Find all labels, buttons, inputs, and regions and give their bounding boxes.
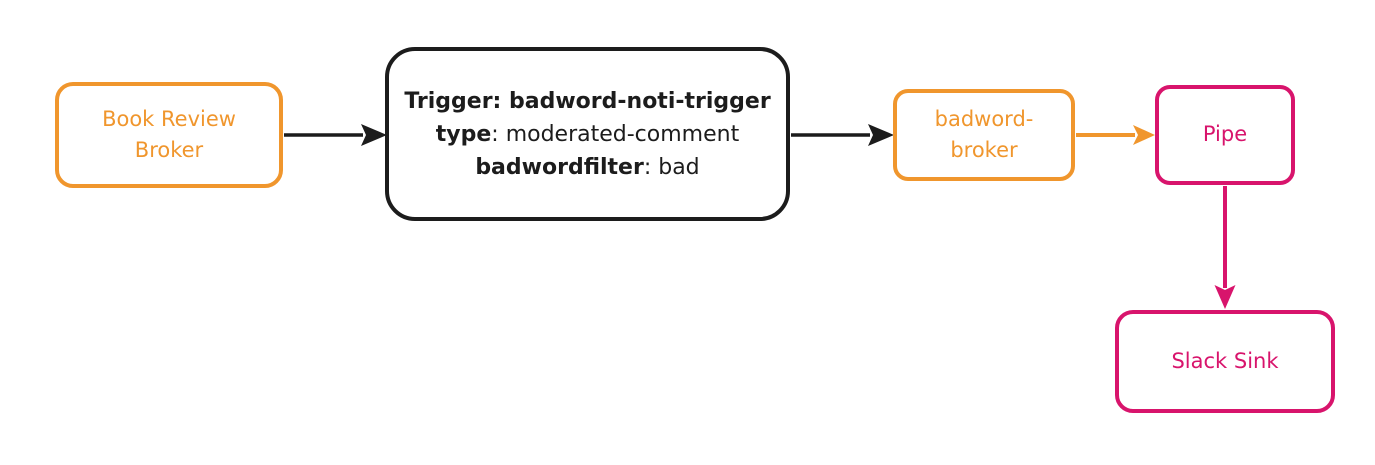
arrow-trigger-to-badword-broker <box>791 124 894 146</box>
node-slack-sink: Slack Sink <box>1115 310 1335 413</box>
arrow-book-to-trigger <box>284 124 387 146</box>
node-slack-sink-label: Slack Sink <box>1171 348 1279 373</box>
trigger-spec-line-filter: badwordfilter: bad <box>404 151 770 184</box>
node-badword-broker: badword- broker <box>893 89 1075 181</box>
trigger-type-rest: : moderated-comment <box>491 121 740 147</box>
arrow-pipe-to-slack-sink <box>1214 186 1236 309</box>
node-pipe-label: Pipe <box>1202 122 1248 147</box>
node-pipe: Pipe <box>1155 85 1295 185</box>
node-book-review-broker: Book Review Broker <box>55 82 283 188</box>
node-book-review-broker-label: Book Review Broker <box>102 106 236 163</box>
arrow-badword-broker-to-pipe <box>1076 125 1155 145</box>
node-badword-broker-label: badword- broker <box>934 106 1034 163</box>
trigger-spec-line-type: type: moderated-comment <box>404 118 770 151</box>
trigger-type-bold: type <box>435 121 492 147</box>
trigger-spec-text: Trigger: badword-noti-trigger type: mode… <box>404 85 770 184</box>
trigger-spec-line-name: Trigger: badword-noti-trigger <box>404 85 770 118</box>
trigger-filter-rest: : bad <box>643 154 700 180</box>
node-trigger-spec: Trigger: badword-noti-trigger type: mode… <box>385 47 790 221</box>
trigger-name-bold: Trigger: badword-noti-trigger <box>404 88 771 114</box>
trigger-filter-bold: badwordfilter <box>475 154 644 180</box>
